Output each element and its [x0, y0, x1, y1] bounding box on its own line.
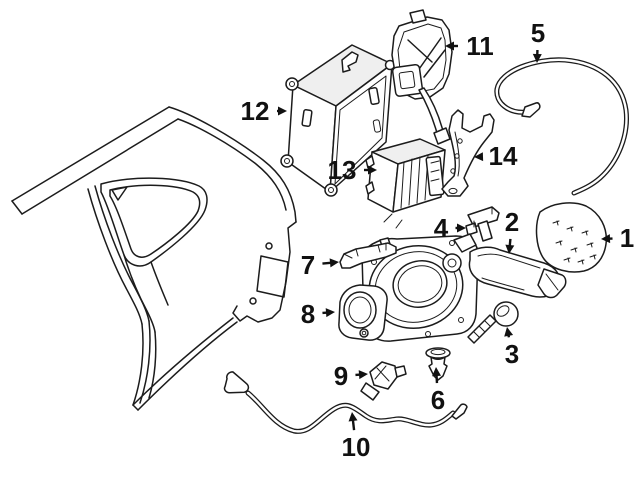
callout-7: 7: [301, 250, 339, 280]
callout-11-arrow-head: [445, 41, 454, 51]
callout-9-arrow-head: [358, 370, 368, 380]
pad-grain-marks: [552, 220, 597, 265]
callout-14: 14: [474, 141, 518, 171]
callout-8-label: 8: [301, 299, 315, 329]
part-13-drawing: [365, 138, 446, 213]
callout-9-label: 9: [334, 361, 348, 391]
part-5-drawing: [494, 57, 629, 196]
part-2-drawing: [442, 246, 567, 299]
callout-3: 3: [504, 327, 519, 369]
part-9-drawing: [360, 361, 407, 401]
callout-6: 6: [431, 367, 445, 415]
callout-10: 10: [342, 412, 371, 462]
part-1-drawing: [535, 202, 608, 273]
callout-1: 1: [601, 223, 634, 253]
callout-2-arrow-head: [505, 244, 515, 254]
part-12-drawing: [280, 44, 396, 197]
callout-5: 5: [531, 18, 545, 63]
callout-1-arrow-head: [601, 234, 611, 244]
callout-4: 4: [434, 213, 466, 243]
part-8-drawing: [338, 284, 388, 341]
callout-3-label: 3: [505, 339, 519, 369]
callout-13-arrow-head: [368, 165, 377, 175]
callout-12-arrow-head: [278, 106, 287, 116]
part-10-drawing: [223, 371, 468, 434]
callout-12: 12: [241, 96, 287, 126]
callout-13: 13: [328, 155, 377, 185]
callout-14-label: 14: [489, 141, 518, 171]
callout-8: 8: [301, 299, 335, 329]
part-11-drawing: [391, 9, 453, 145]
callout-5-label: 5: [531, 18, 545, 48]
callout-14-arrow-head: [474, 152, 484, 162]
callout-6-arrow-head: [432, 367, 442, 377]
callout-6-label: 6: [431, 385, 445, 415]
callout-13-label: 13: [328, 155, 357, 185]
callout-1-label: 1: [620, 223, 634, 253]
part-7-drawing: [339, 237, 397, 269]
callout-4-arrow-head: [457, 223, 466, 233]
callout-9: 9: [334, 361, 368, 391]
callout-10-label: 10: [342, 432, 371, 462]
callout-3-arrow-head: [504, 327, 514, 337]
callout-7-label: 7: [301, 250, 315, 280]
part-4-drawing: [465, 206, 500, 242]
callout-11: 11: [445, 31, 494, 61]
callout-12-label: 12: [241, 96, 270, 126]
callout-2: 2: [505, 207, 519, 254]
callout-2-label: 2: [505, 207, 519, 237]
callout-7-arrow-head: [329, 258, 339, 268]
callout-8-arrow-head: [325, 308, 335, 318]
quarter-panel-drawing: [11, 106, 297, 411]
callout-4-label: 4: [434, 213, 449, 243]
callout-11-label: 11: [466, 31, 494, 61]
part-3-drawing: [467, 301, 519, 344]
part-14-drawing: [441, 109, 495, 197]
callout-5-arrow-head: [532, 53, 542, 63]
callout-10-arrow-head: [348, 412, 358, 422]
